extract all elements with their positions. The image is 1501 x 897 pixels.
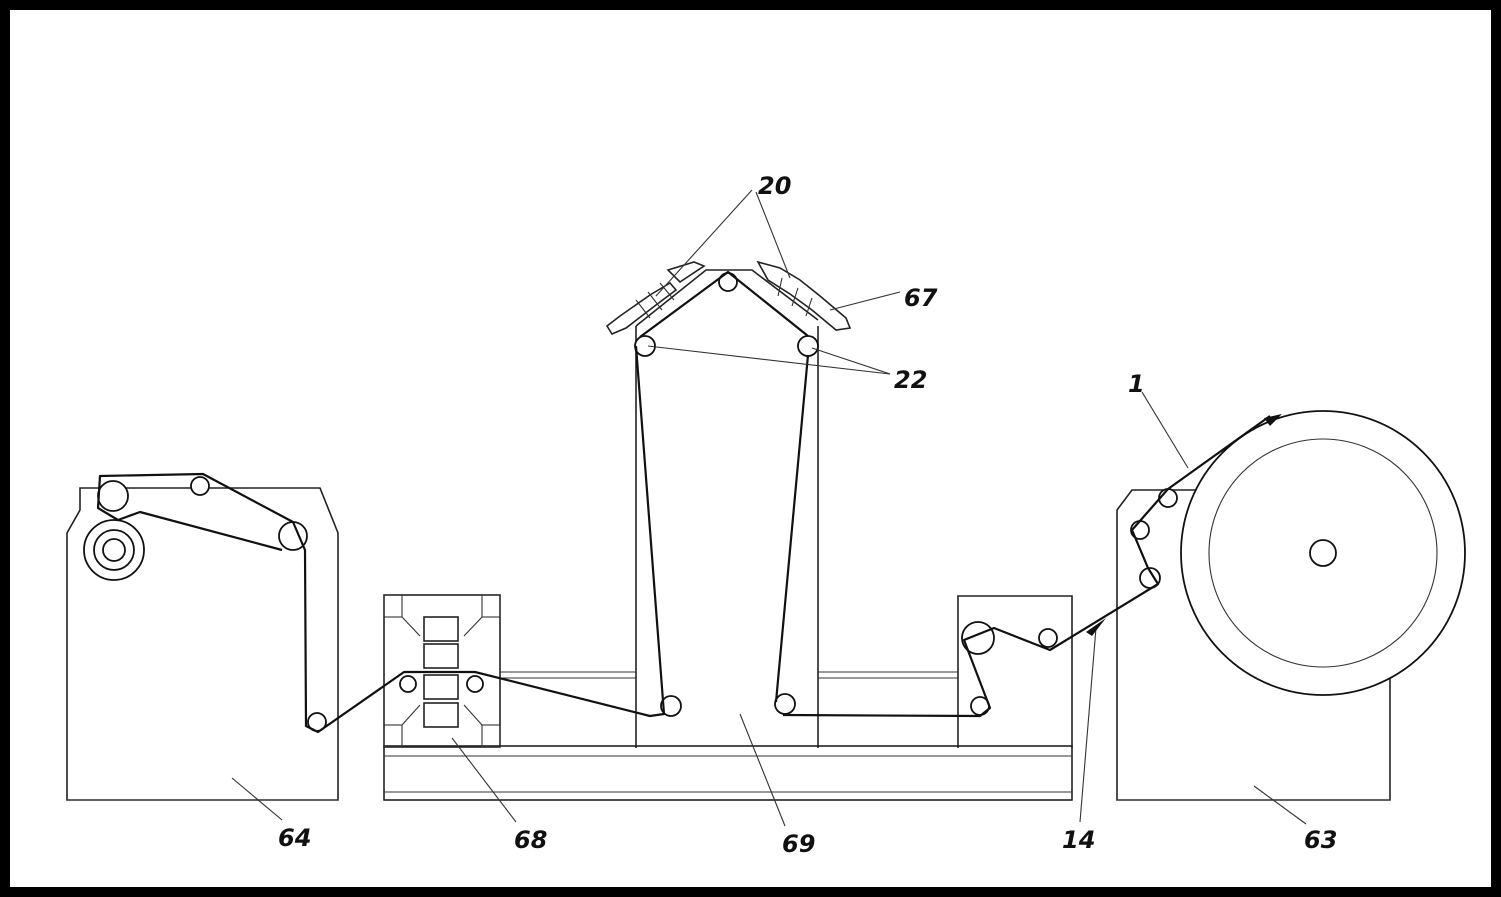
unit-20-right-head bbox=[756, 260, 852, 331]
arrow-1-icon bbox=[1264, 414, 1282, 426]
label-63: 63 bbox=[1304, 826, 1337, 854]
unit-64-winding-reel bbox=[83, 519, 145, 581]
label-67: 67 bbox=[904, 284, 938, 312]
unit-68-station bbox=[383, 594, 501, 748]
unit-20-left-head bbox=[605, 261, 706, 336]
machine-base bbox=[383, 671, 1073, 801]
label-20: 20 bbox=[758, 172, 791, 200]
label-1: 1 bbox=[1128, 370, 1145, 398]
arrow-14-icon bbox=[1086, 618, 1106, 636]
label-14: 14 bbox=[1062, 826, 1095, 854]
label-69: 69 bbox=[782, 830, 815, 858]
unit-63-supply-roll bbox=[1180, 410, 1466, 696]
web-path bbox=[96, 270, 1271, 734]
leader-lines bbox=[231, 189, 1307, 827]
unit-69-tower bbox=[634, 269, 819, 748]
label-64: 64 bbox=[278, 824, 311, 852]
label-68: 68 bbox=[514, 826, 547, 854]
label-22: 22 bbox=[894, 366, 927, 394]
